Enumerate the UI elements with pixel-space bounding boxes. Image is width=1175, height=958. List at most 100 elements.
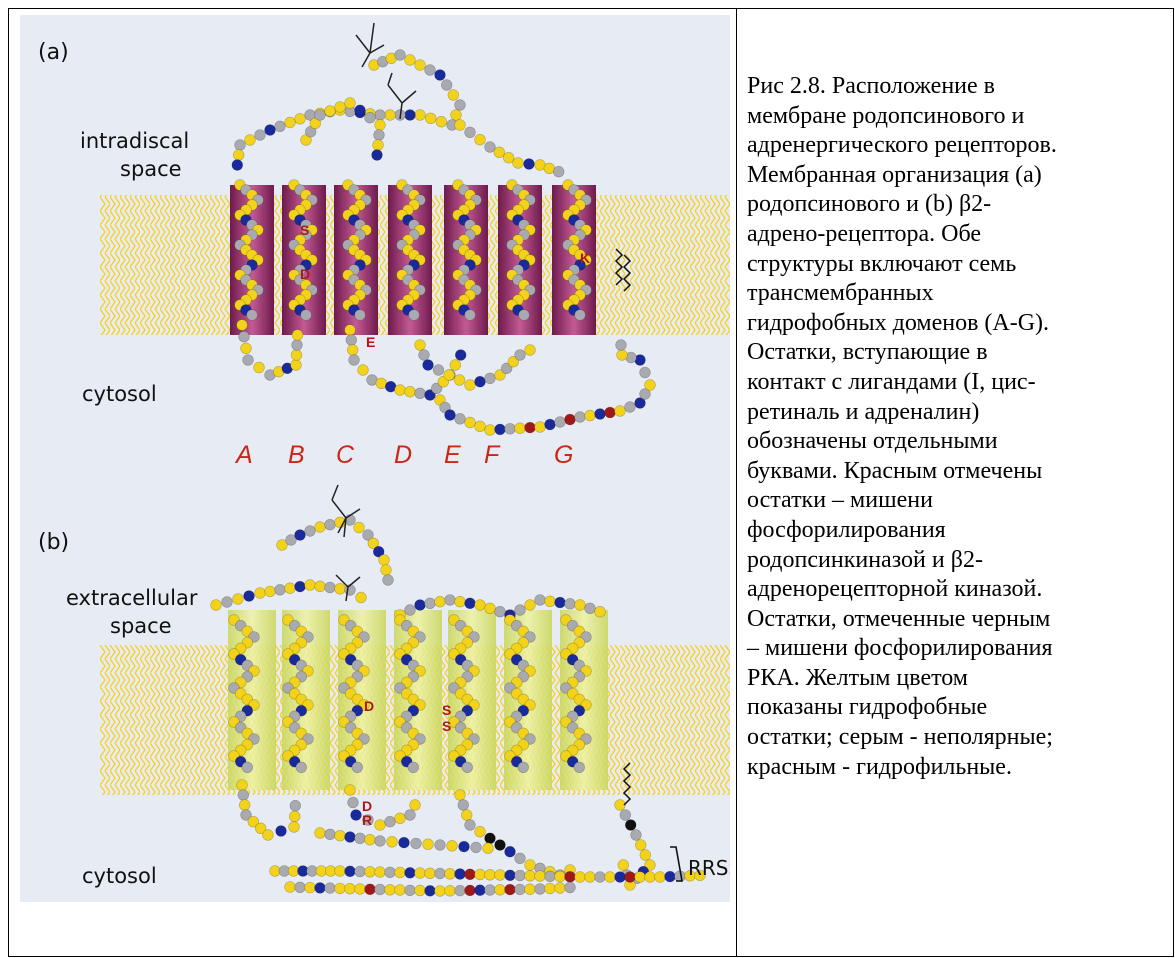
residue-bead [515,423,526,434]
residue-bead [447,840,458,851]
residue-bead [494,147,505,158]
residue-bead [505,870,516,881]
residue-bead [503,152,514,163]
residue-bead [445,410,456,421]
residue-bead [595,872,606,883]
residue-bead [515,350,526,361]
residue-bead [515,605,526,616]
residue-bead [505,423,516,434]
residue-bead [625,872,636,883]
residue-bead [585,872,596,883]
residue-bead [475,134,486,145]
residue-bead [425,65,436,76]
residue-bead [381,565,392,576]
panel-a-cytosol-label: cytosol [82,382,157,406]
residue-bead [365,112,376,123]
residue-bead [373,140,384,151]
residue-bead [519,310,530,321]
residue-bead [347,345,358,356]
residue-bead [410,800,421,811]
residue-bead [305,580,316,591]
residue-bead [465,380,476,391]
residue-bead [289,811,300,822]
residue-bead [505,846,516,857]
residue-bead [374,130,385,141]
residue-bead [625,402,636,413]
residue-bead [254,362,265,373]
residue-bead [345,325,356,336]
residue-bead [405,810,416,821]
residue-bead [405,867,416,878]
residue-bead [545,419,556,430]
residue-bead [305,526,316,537]
helix-letter: E [444,441,461,469]
residue-bead [385,867,396,878]
residue-bead [315,110,326,121]
residue-bead [358,365,369,376]
residue-bead [475,885,486,896]
figure-caption: Рис 2.8. Расположение в мембране родопси… [747,72,1169,782]
panel-b: (b) extracellular space cytosol RRSS D S… [38,485,730,896]
residue-bead [455,350,466,361]
residue-bead [411,838,422,849]
residue-bead [301,310,312,321]
residue-bead [395,813,406,824]
receptor-diagram: (a) intradiscal space cytosol S D E K A … [20,15,730,902]
residue-label: D [300,266,310,282]
residue-bead [375,867,386,878]
residue-bead [631,830,642,841]
residue-bead [451,110,462,121]
residue-bead [239,331,250,342]
residue-bead [465,885,476,896]
residue-bead [211,600,222,611]
residue-bead [635,840,646,851]
residue-bead [265,125,276,136]
receptor-figure: (a) intradiscal space cytosol S D E K A … [20,15,730,902]
helix-letters-a: A B C D E F G [234,441,573,469]
residue-bead [465,820,476,831]
helix-letter: F [484,441,501,469]
residue-bead [290,800,301,811]
residue-bead [458,800,469,811]
residue-bead [475,421,486,432]
residue-bead [296,762,307,773]
residue-bead [555,417,566,428]
residue-bead [408,762,419,773]
residue-bead [355,310,366,321]
residue-bead [513,158,524,169]
residue-bead [595,409,606,420]
panel-a-label: (a) [38,40,69,65]
residue-bead [395,867,406,878]
residue-bead [518,762,529,773]
residue-bead [553,166,564,177]
panel-b-label: (b) [38,530,69,555]
residue-bead [575,412,586,423]
residue-bead [618,860,629,871]
residue-bead [292,340,303,351]
residue-bead [243,355,254,366]
residue-bead [355,884,366,895]
residue-bead [345,832,356,843]
residue-bead [237,780,248,791]
residue-bead [233,150,244,161]
residue-bead [383,575,394,586]
residue-bead [495,884,506,895]
residue-bead [415,110,426,121]
panel-b-top-label-2: space [110,614,172,638]
panel-a: (a) intradiscal space cytosol S D E K A … [38,23,730,469]
residue-bead [485,373,496,384]
residue-bead [455,100,466,111]
residue-bead [345,785,356,796]
residue-bead [450,360,461,371]
residue-bead [335,883,346,894]
residue-bead [565,871,576,882]
residue-bead [555,883,566,894]
residue-bead [485,833,496,844]
residue-bead [605,407,616,418]
residue-bead [640,850,651,861]
residue-bead [419,350,430,361]
residue-bead [375,120,386,131]
residue-bead [385,110,396,121]
residue-bead [232,160,243,171]
residue-bead [365,866,376,877]
